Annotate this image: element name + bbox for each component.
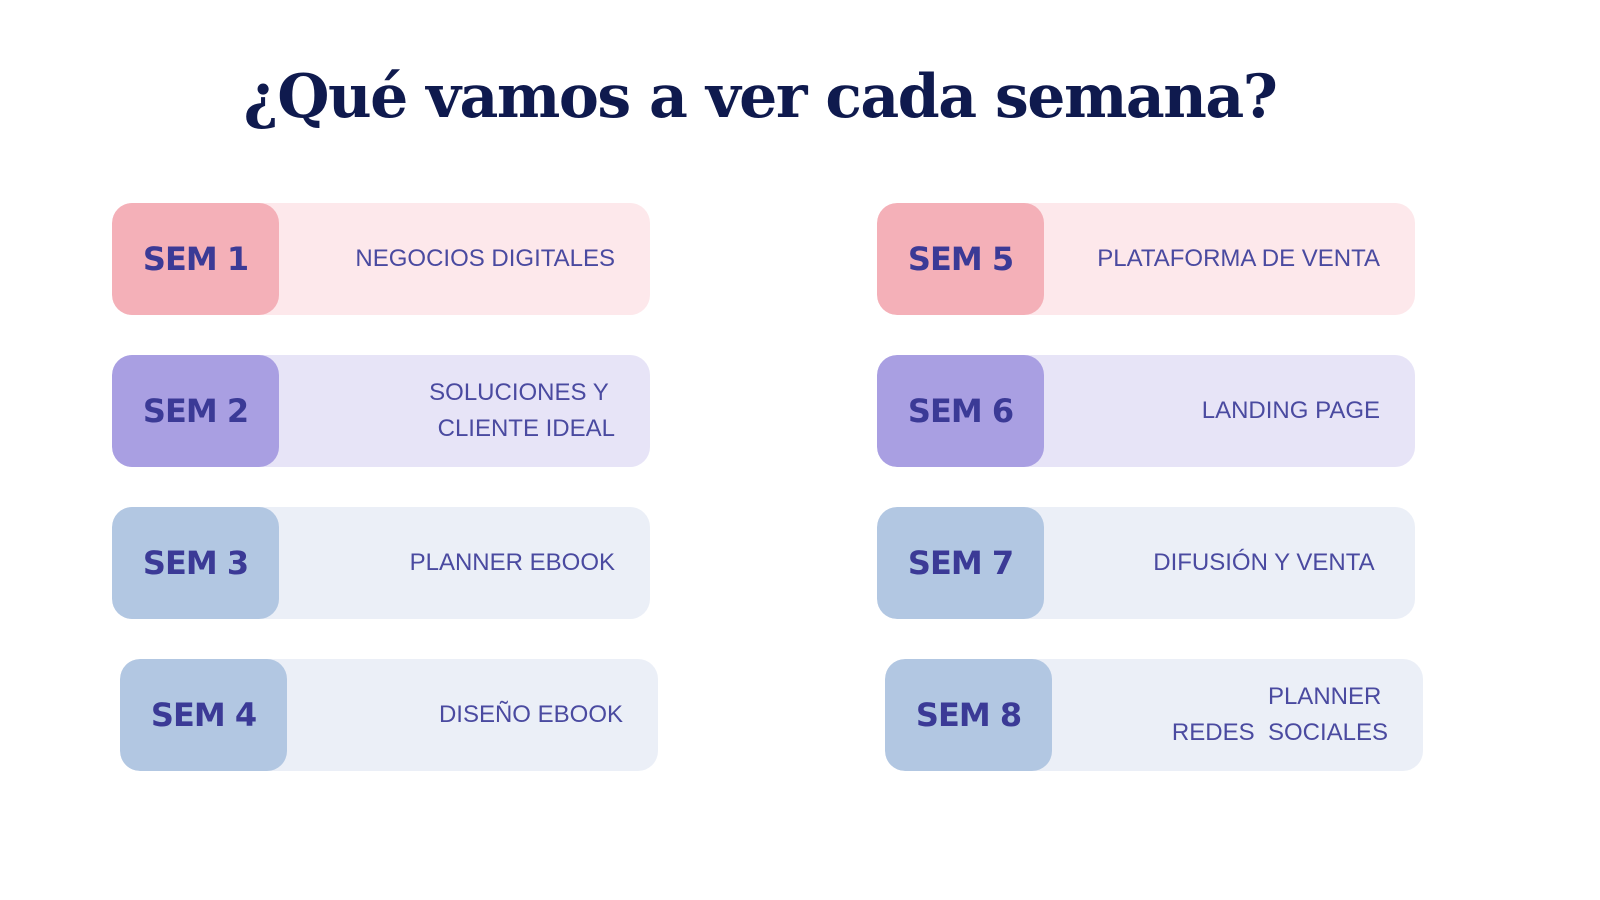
week-card-3: SEM 3 PLANNER EBOOK bbox=[112, 507, 650, 619]
week-topic-6: LANDING PAGE bbox=[1202, 355, 1380, 467]
week-topic-2: SOLUCIONES Y CLIENTE IDEAL bbox=[429, 355, 615, 467]
week-card-1: SEM 1 NEGOCIOS DIGITALES bbox=[112, 203, 650, 315]
week-card-6: SEM 6 LANDING PAGE bbox=[877, 355, 1415, 467]
week-topic-8: PLANNER REDES SOCIALES bbox=[1172, 659, 1388, 771]
week-card-7: SEM 7 DIFUSIÓN Y VENTA bbox=[877, 507, 1415, 619]
week-tag-1: SEM 1 bbox=[112, 203, 279, 315]
week-topic-4: DISEÑO EBOOK bbox=[439, 659, 623, 771]
week-topic-line: PLANNER bbox=[1267, 683, 1388, 710]
week-card-2: SEM 2 SOLUCIONES Y CLIENTE IDEAL bbox=[112, 355, 650, 467]
week-topic-line: SOLUCIONES Y bbox=[429, 379, 615, 406]
week-topic-line: NEGOCIOS DIGITALES bbox=[355, 245, 615, 272]
week-tag-8: SEM 8 bbox=[885, 659, 1052, 771]
week-tag-4: SEM 4 bbox=[120, 659, 287, 771]
week-topic-5: PLATAFORMA DE VENTA bbox=[1097, 203, 1380, 315]
week-card-5: SEM 5 PLATAFORMA DE VENTA bbox=[877, 203, 1415, 315]
week-topic-3: PLANNER EBOOK bbox=[410, 507, 615, 619]
week-topic-1: NEGOCIOS DIGITALES bbox=[355, 203, 615, 315]
week-tag-6: SEM 6 bbox=[877, 355, 1044, 467]
week-topic-line: PLANNER EBOOK bbox=[409, 549, 615, 576]
week-topic-line: PLATAFORMA DE VENTA bbox=[1097, 245, 1380, 272]
page-title: ¿Qué vamos a ver cada semana? bbox=[243, 62, 1278, 132]
week-topic-line: CLIENTE IDEAL bbox=[437, 415, 615, 442]
week-topic-line: REDES SOCIALES bbox=[1171, 719, 1388, 746]
week-topic-line: DISEÑO EBOOK bbox=[438, 701, 623, 728]
week-tag-5: SEM 5 bbox=[877, 203, 1044, 315]
week-tag-3: SEM 3 bbox=[112, 507, 279, 619]
week-tag-7: SEM 7 bbox=[877, 507, 1044, 619]
week-card-8: SEM 8 PLANNER REDES SOCIALES bbox=[885, 659, 1423, 771]
week-tag-2: SEM 2 bbox=[112, 355, 279, 467]
week-topic-line: LANDING PAGE bbox=[1201, 397, 1380, 424]
week-card-4: SEM 4 DISEÑO EBOOK bbox=[120, 659, 658, 771]
week-topic-line: DIFUSIÓN Y VENTA bbox=[1153, 549, 1380, 576]
week-topic-7: DIFUSIÓN Y VENTA bbox=[1153, 507, 1380, 619]
